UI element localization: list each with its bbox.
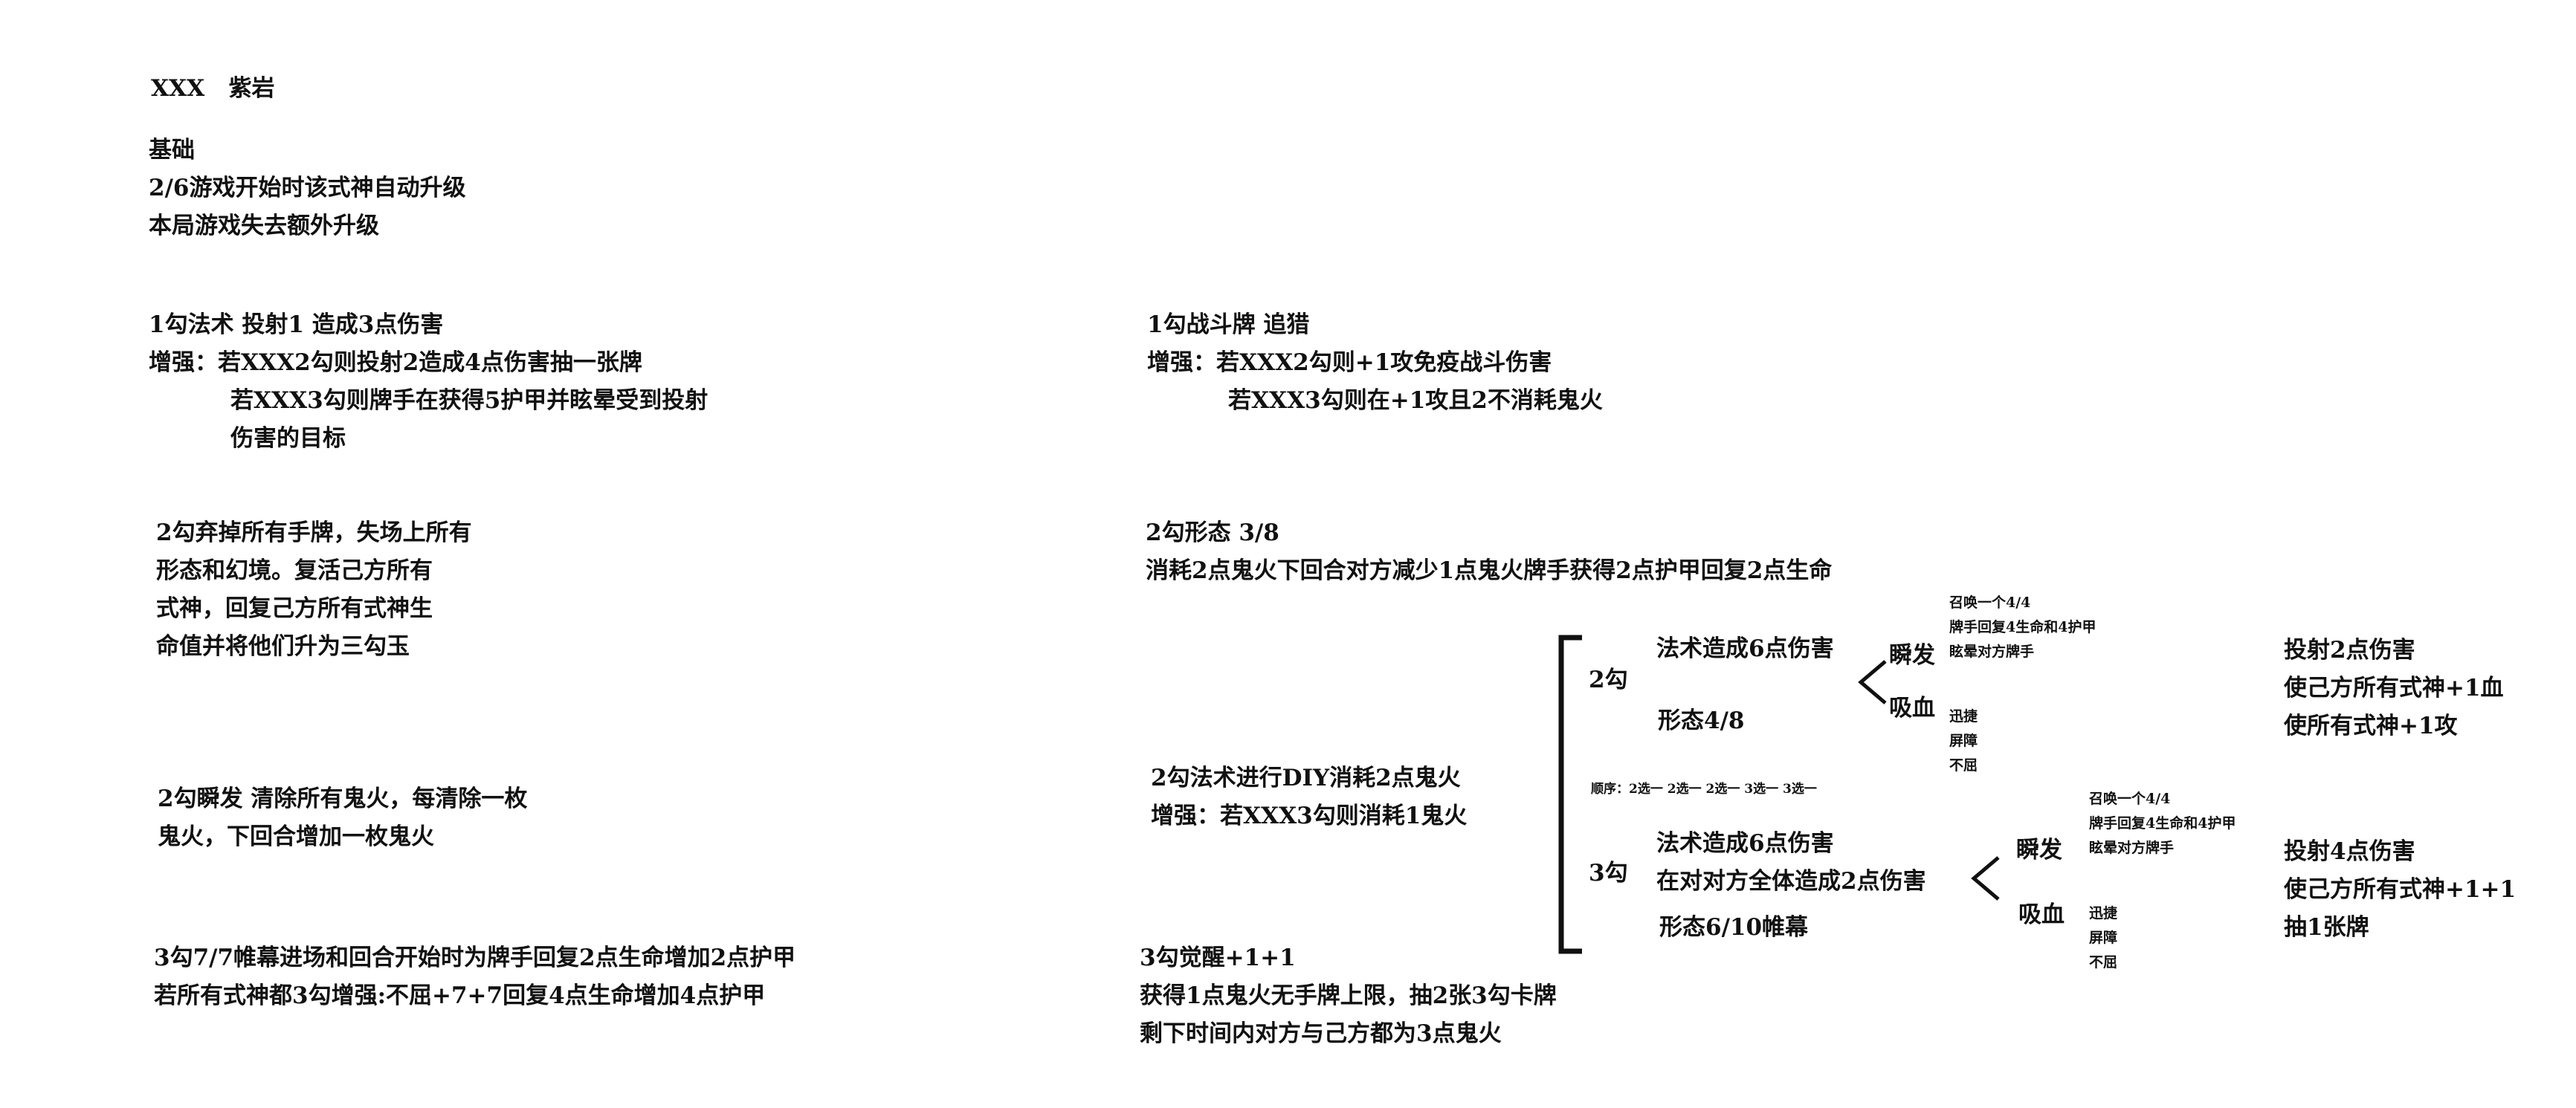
result-line: 使己方所有式神+1+1 — [2284, 876, 2517, 903]
basic-section: 基础 2/6游戏开始时该式神自动升级 本局游戏失去额外升级 — [149, 132, 465, 245]
skill-line: 1勾战斗牌 追猎 — [1147, 311, 1310, 338]
effect-line: 法术造成6点伤害 — [1656, 830, 1834, 857]
option-item: 屏障 — [1949, 733, 1978, 749]
split-arrow-level2 — [1858, 660, 1887, 704]
level3-result: 投射4点伤害 使己方所有式神+1+1 抽1张牌 — [2284, 833, 2516, 947]
skill-line: 获得1点鬼火无手牌上限，抽2张3勾卡牌 — [1140, 982, 1557, 1009]
result-line: 抽1张牌 — [2284, 914, 2369, 941]
page-title: XXX 紫岩 — [151, 70, 275, 108]
option-item: 屏障 — [2089, 930, 2118, 946]
right-skill-3: 2勾法术进行DIY消耗2点鬼火 增强：若XXX3勾则消耗1鬼火 — [1151, 759, 1467, 835]
level2-label: 2勾 — [1589, 667, 1628, 693]
basic-line: 2/6游戏开始时该式神自动升级 — [149, 175, 466, 201]
option-item: 不屈 — [2089, 954, 2118, 971]
result-line: 使所有式神+1攻 — [2284, 713, 2458, 739]
option-item: 召唤一个4/4 — [1949, 595, 2031, 611]
level3-effect: 法术造成6点伤害 在对对方全体造成2点伤害 — [1656, 825, 1926, 901]
split-arrow-level3 — [1971, 856, 2000, 901]
right-skill-4: 3勾觉醒+1+1 获得1点鬼火无手牌上限，抽2张3勾卡牌 剩下时间内对方与己方都… — [1140, 939, 1557, 1053]
basic-line: 本局游戏失去额外升级 — [149, 213, 379, 239]
skill-line: 3勾觉醒+1+1 — [1140, 945, 1296, 971]
basic-title: 基础 — [149, 137, 195, 163]
skill-line: 3勾7/7帷幕进场和回合开始时为牌手回复2点生命增加2点护甲 — [154, 945, 796, 971]
level2-drain: 吸血 — [1889, 695, 1935, 722]
option-item: 眩晕对方牌手 — [2089, 840, 2175, 856]
option-item: 牌手回复4生命和4护甲 — [2089, 815, 2236, 832]
skill-line: 若所有式神都3勾增强:不屈+7+7回复4点生命增加4点护甲 — [154, 982, 766, 1009]
skill-line: 鬼火，下回合增加一枚鬼火 — [158, 823, 434, 850]
result-line: 投射4点伤害 — [2284, 838, 2415, 865]
level3-instant: 瞬发 — [2016, 837, 2062, 864]
level3-drain: 吸血 — [2018, 901, 2065, 928]
order-note: 顺序：2选一 2选一 2选一 3选一 3选一 — [1591, 782, 1817, 797]
level2-instant: 瞬发 — [1889, 642, 1935, 669]
level2-instant-options: 召唤一个4/4 牌手回复4生命和4护甲 眩晕对方牌手 — [1949, 591, 2096, 664]
left-skill-1: 1勾法术 投射1 造成3点伤害 增强：若XXX2勾则投射2造成4点伤害抽一张牌 — [149, 306, 642, 382]
level3-instant-options: 召唤一个4/4 牌手回复4生命和4护甲 眩晕对方牌手 — [2089, 787, 2236, 861]
skill-line: 2勾形态 3/8 — [1146, 519, 1279, 546]
level2-drain-options: 迅捷 屏障 不屈 — [1949, 704, 1978, 778]
skill-line: 增强：若XXX3勾则消耗1鬼火 — [1151, 803, 1468, 829]
level3-drain-options: 迅捷 屏障 不屈 — [2089, 901, 2117, 975]
option-item: 不屈 — [1949, 757, 1978, 774]
left-skill-1-indent: 若XXX3勾则牌手在获得5护甲并眩晕受到投射 伤害的目标 — [230, 382, 708, 458]
result-line: 投射2点伤害 — [2284, 637, 2415, 664]
right-skill-2: 2勾形态 3/8 消耗2点鬼火下回合对方减少1点鬼火牌手获得2点护甲回复2点生命 — [1146, 514, 1832, 590]
level3-form: 形态6/10帷幕 — [1659, 914, 1809, 941]
left-skill-3: 2勾瞬发 清除所有鬼火，每清除一枚 鬼火，下回合增加一枚鬼火 — [158, 780, 527, 856]
skill-line: 2勾法术进行DIY消耗2点鬼火 — [1151, 765, 1461, 791]
skill-line: 式神，回复己方所有式神生 — [156, 595, 433, 622]
card-skin: 紫岩 — [228, 75, 275, 102]
skill-line: 若XXX3勾则牌手在获得5护甲并眩晕受到投射 — [230, 387, 708, 414]
skill-line: 剩下时间内对方与己方都为3点鬼火 — [1140, 1020, 1502, 1047]
left-skill-2: 2勾弃掉所有手牌，失场上所有 形态和幻境。复活己方所有 式神，回复己方所有式神生… — [156, 514, 472, 666]
left-skill-4: 3勾7/7帷幕进场和回合开始时为牌手回复2点生命增加2点护甲 若所有式神都3勾增… — [154, 939, 795, 1015]
skill-line: 伤害的目标 — [230, 425, 346, 452]
tree-bracket — [1558, 635, 1582, 954]
option-item: 迅捷 — [2089, 905, 2118, 921]
right-skill-1-indent: 若XXX3勾则在+1攻且2不消耗鬼火 — [1228, 382, 1603, 420]
level2-effect: 法术造成6点伤害 — [1656, 635, 1834, 662]
result-line: 使己方所有式神+1血 — [2284, 675, 2504, 702]
skill-line: 2勾弃掉所有手牌，失场上所有 — [156, 519, 472, 546]
skill-line: 1勾法术 投射1 造成3点伤害 — [149, 311, 444, 338]
level3-label: 3勾 — [1589, 860, 1628, 887]
option-item: 迅捷 — [1949, 708, 1978, 725]
level2-form: 形态4/8 — [1658, 707, 1745, 734]
card-name: XXX — [151, 75, 205, 102]
level2-result: 投射2点伤害 使己方所有式神+1血 使所有式神+1攻 — [2284, 632, 2504, 745]
right-skill-1: 1勾战斗牌 追猎 增强：若XXX2勾则+1攻免疫战斗伤害 — [1147, 306, 1552, 382]
skill-line: 若XXX3勾则在+1攻且2不消耗鬼火 — [1228, 387, 1603, 414]
option-item: 召唤一个4/4 — [2089, 791, 2171, 807]
option-item: 眩晕对方牌手 — [1949, 644, 2035, 660]
skill-line: 增强：若XXX2勾则投射2造成4点伤害抽一张牌 — [149, 349, 642, 376]
skill-line: 命值并将他们升为三勾玉 — [156, 633, 410, 660]
skill-line: 2勾瞬发 清除所有鬼火，每清除一枚 — [158, 785, 528, 812]
skill-line: 增强：若XXX2勾则+1攻免疫战斗伤害 — [1147, 349, 1552, 376]
effect-line: 在对对方全体造成2点伤害 — [1656, 868, 1926, 895]
skill-line: 消耗2点鬼火下回合对方减少1点鬼火牌手获得2点护甲回复2点生命 — [1146, 557, 1833, 584]
option-item: 牌手回复4生命和4护甲 — [1949, 619, 2096, 635]
skill-line: 形态和幻境。复活己方所有 — [156, 557, 433, 584]
